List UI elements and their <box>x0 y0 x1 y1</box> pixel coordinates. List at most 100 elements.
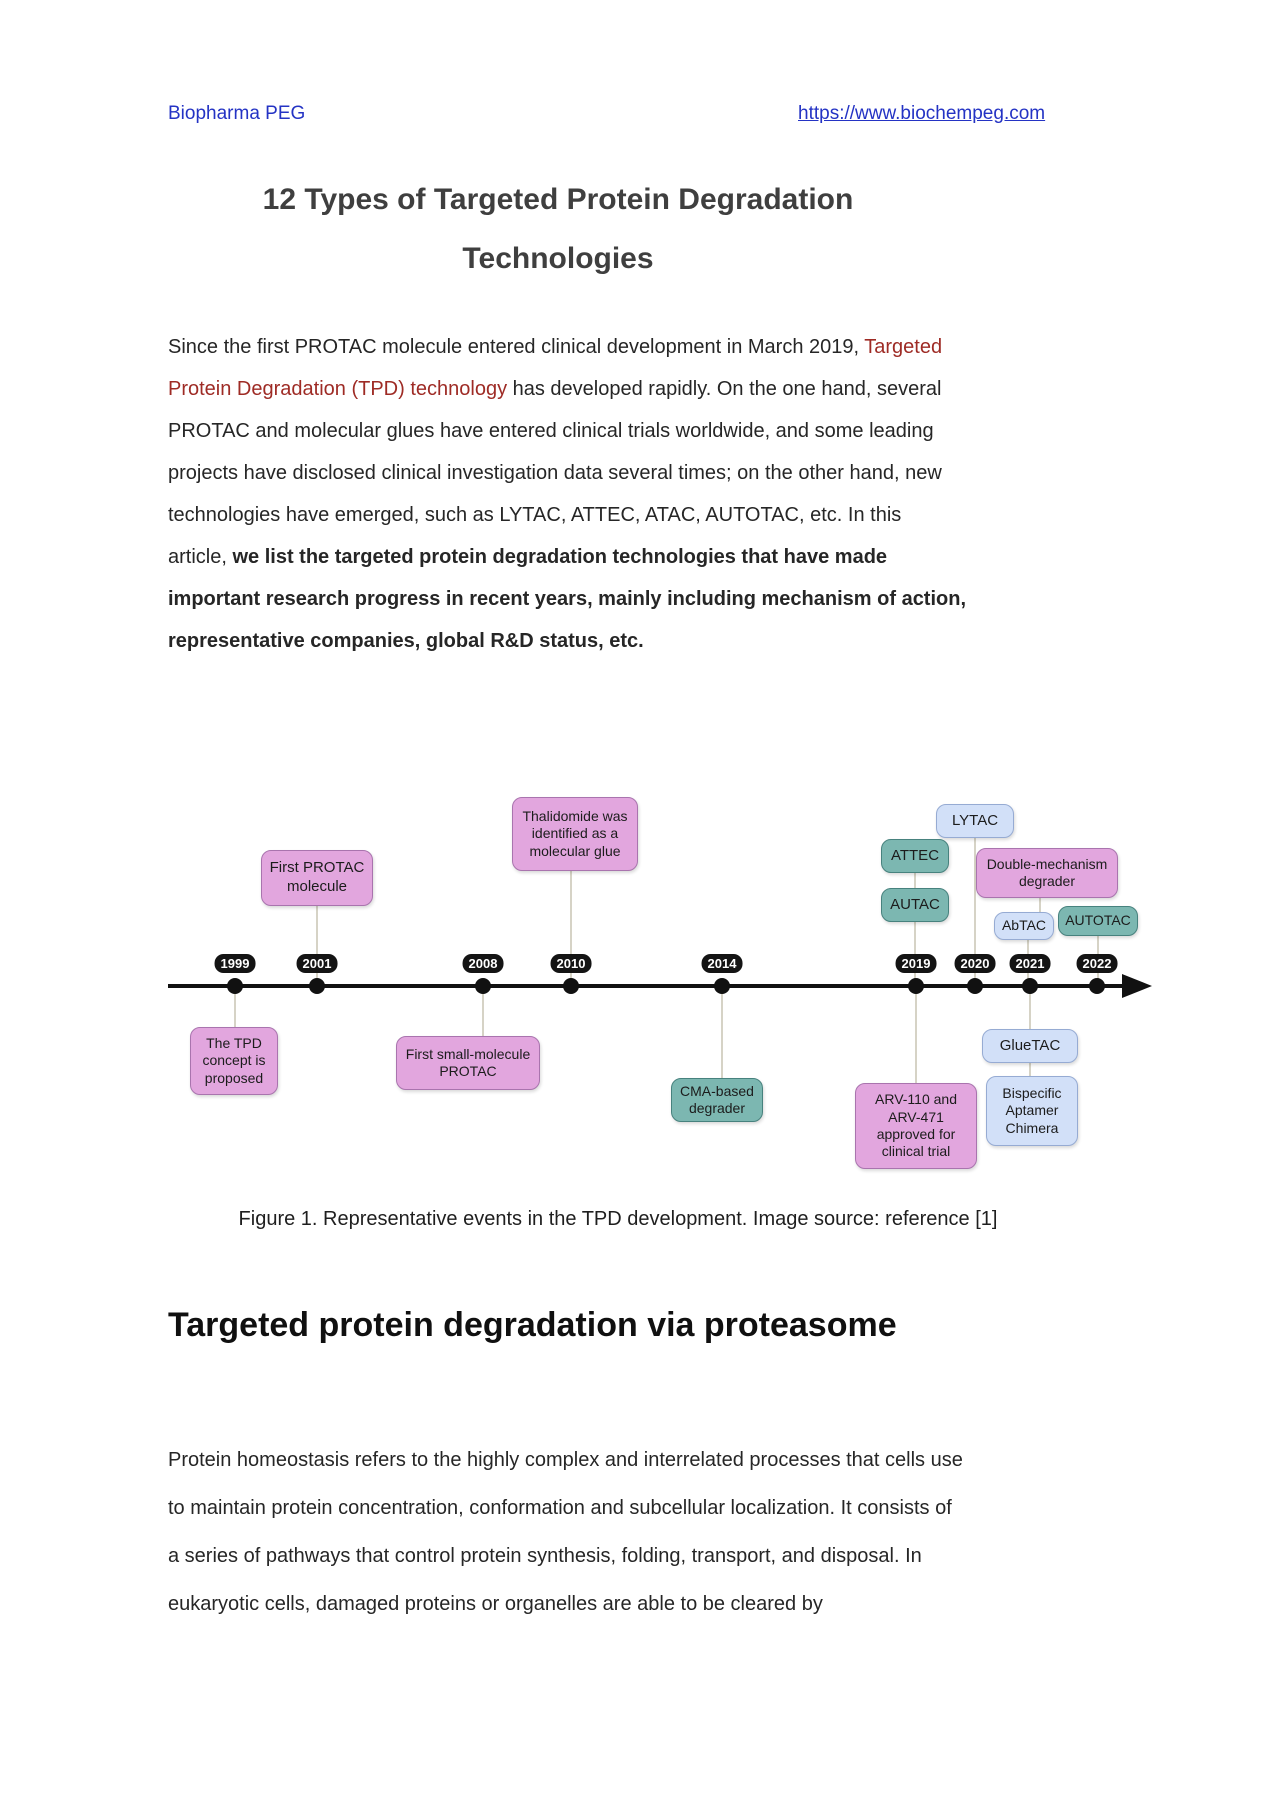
paragraph-line: a series of pathways that control protei… <box>168 1532 963 1580</box>
timeline-dot <box>714 978 730 994</box>
timeline-dot <box>227 978 243 994</box>
paragraph-line: Protein Degradation (TPD) technology has… <box>168 368 966 410</box>
event-box-text: AbTAC <box>1001 917 1047 934</box>
paragraph-text: eukaryotic cells, damaged proteins or or… <box>168 1593 823 1615</box>
abtac-box: AbTAC <box>994 912 1054 940</box>
paragraph-line: PROTAC and molecular glues have entered … <box>168 410 966 452</box>
timeline-connector <box>570 869 572 982</box>
gluetac-box: GlueTAC <box>982 1029 1078 1063</box>
event-box-text: approved for <box>876 1126 956 1142</box>
paragraph-line: Protein homeostasis refers to the highly… <box>168 1436 963 1484</box>
timeline-connector <box>316 904 318 982</box>
autac-box: AUTAC <box>881 888 949 922</box>
paragraph-line: important research progress in recent ye… <box>168 578 966 620</box>
event-box-text: identified as a <box>531 825 619 842</box>
timeline-dot <box>908 978 924 994</box>
event-box-text: Bispecific <box>1002 1084 1062 1101</box>
year-pill: 2010 <box>550 954 592 973</box>
title-line: 12 Types of Targeted Protein Degradation <box>262 183 854 216</box>
event-box-text: Aptamer <box>1005 1102 1059 1119</box>
event-box-text: PROTAC <box>439 1063 497 1079</box>
year-pill: 1999 <box>214 954 256 973</box>
autotac-box: AUTOTAC <box>1058 906 1138 936</box>
timeline-connector <box>482 990 484 1039</box>
paragraph-line: technologies have emerged, such as LYTAC… <box>168 494 966 536</box>
header-brand: Biopharma PEG <box>168 103 306 124</box>
paragraph-text: a series of pathways that control protei… <box>168 1545 922 1567</box>
page-title: 12 Types of Targeted Protein Degradation… <box>168 170 948 288</box>
paragraph-text: article, <box>168 546 233 568</box>
event-box-text: ATTEC <box>890 846 940 864</box>
paragraph-text: technologies have emerged, such as LYTAC… <box>168 504 902 526</box>
year-pill: 2019 <box>895 954 937 973</box>
event-box-text: concept is <box>202 1052 266 1069</box>
event-box-text: ARV-110 and <box>875 1091 957 1108</box>
event-box-text: ARV-471 <box>888 1108 944 1125</box>
year-pill: 2021 <box>1009 954 1051 973</box>
event-box-text: First PROTAC <box>269 859 365 877</box>
paragraph-text: Since the first PROTAC molecule entered … <box>168 336 865 358</box>
event-box-text: The TPD <box>206 1034 262 1051</box>
year-pill: 2008 <box>462 954 504 973</box>
intro-paragraph: Since the first PROTAC molecule entered … <box>168 326 966 662</box>
event-box-text: Thalidomide was <box>522 807 628 824</box>
event-box-text: Double-mechanism <box>986 855 1108 872</box>
paragraph-text: to maintain protein concentration, confo… <box>168 1497 952 1519</box>
event-box-text: GlueTAC <box>999 1036 1061 1054</box>
event-box-text: LYTAC <box>951 811 999 829</box>
axis-arrowhead-icon <box>1122 974 1152 998</box>
highlighted-link-text: Targeted <box>864 336 943 358</box>
event-box-text: degrader <box>688 1100 746 1116</box>
timeline-dot <box>309 978 325 994</box>
paragraph-line: eukaryotic cells, damaged proteins or or… <box>168 1580 963 1628</box>
paragraph-line: Since the first PROTAC molecule entered … <box>168 326 966 368</box>
title-line: Technologies <box>462 242 654 275</box>
timeline-connector <box>234 990 236 1030</box>
attec-box: ATTEC <box>881 839 949 873</box>
event-box-text: degrader <box>1018 873 1076 889</box>
event-box-text: First small-molecule <box>405 1045 531 1062</box>
timeline-dot <box>475 978 491 994</box>
paragraph-text: representative companies, global R&D sta… <box>168 630 644 652</box>
year-pill: 2001 <box>296 954 338 973</box>
paragraph-text: Protein homeostasis refers to the highly… <box>168 1449 963 1471</box>
event-box-text: AUTOTAC <box>1065 912 1131 929</box>
timeline-connector <box>915 990 917 1086</box>
figure-caption: Figure 1. Representative events in the T… <box>238 1208 998 1230</box>
event-box-text: Chimera <box>1005 1119 1059 1136</box>
year-pill: 2014 <box>701 954 743 973</box>
paragraph-text: important research progress in recent ye… <box>168 588 967 610</box>
timeline-connector <box>914 871 916 982</box>
timeline-connector <box>721 990 723 1081</box>
event-box-text: proposed <box>204 1069 264 1086</box>
event-box-text: AUTAC <box>890 895 940 913</box>
body-paragraph: Protein homeostasis refers to the highly… <box>168 1436 963 1628</box>
highlighted-link-text: Protein Degradation (TPD) technology <box>168 378 508 400</box>
event-box-text: molecule <box>286 878 348 895</box>
header-link[interactable]: https://www.biochempeg.com <box>798 103 1046 124</box>
paragraph-text: projects have disclosed clinical investi… <box>168 462 942 484</box>
paragraph-line: representative companies, global R&D sta… <box>168 620 966 662</box>
timeline-axis <box>168 984 1124 988</box>
paragraph-line: to maintain protein concentration, confo… <box>168 1484 963 1532</box>
paragraph-line: projects have disclosed clinical investi… <box>168 452 966 494</box>
section-heading: Targeted protein degradation via proteas… <box>168 1306 897 1344</box>
year-pill: 2022 <box>1076 954 1118 973</box>
timeline-dot <box>1089 978 1105 994</box>
paragraph-text: we list the targeted protein degradation… <box>232 546 888 568</box>
paragraph-text: PROTAC and molecular glues have entered … <box>168 420 934 442</box>
timeline-dot <box>967 978 983 994</box>
year-pill: 2020 <box>954 954 996 973</box>
event-box-text: molecular glue <box>529 842 621 859</box>
timeline-dot <box>1022 978 1038 994</box>
event-box-text: CMA-based <box>680 1082 754 1099</box>
paragraph-text: has developed rapidly. On the one hand, … <box>507 378 942 400</box>
